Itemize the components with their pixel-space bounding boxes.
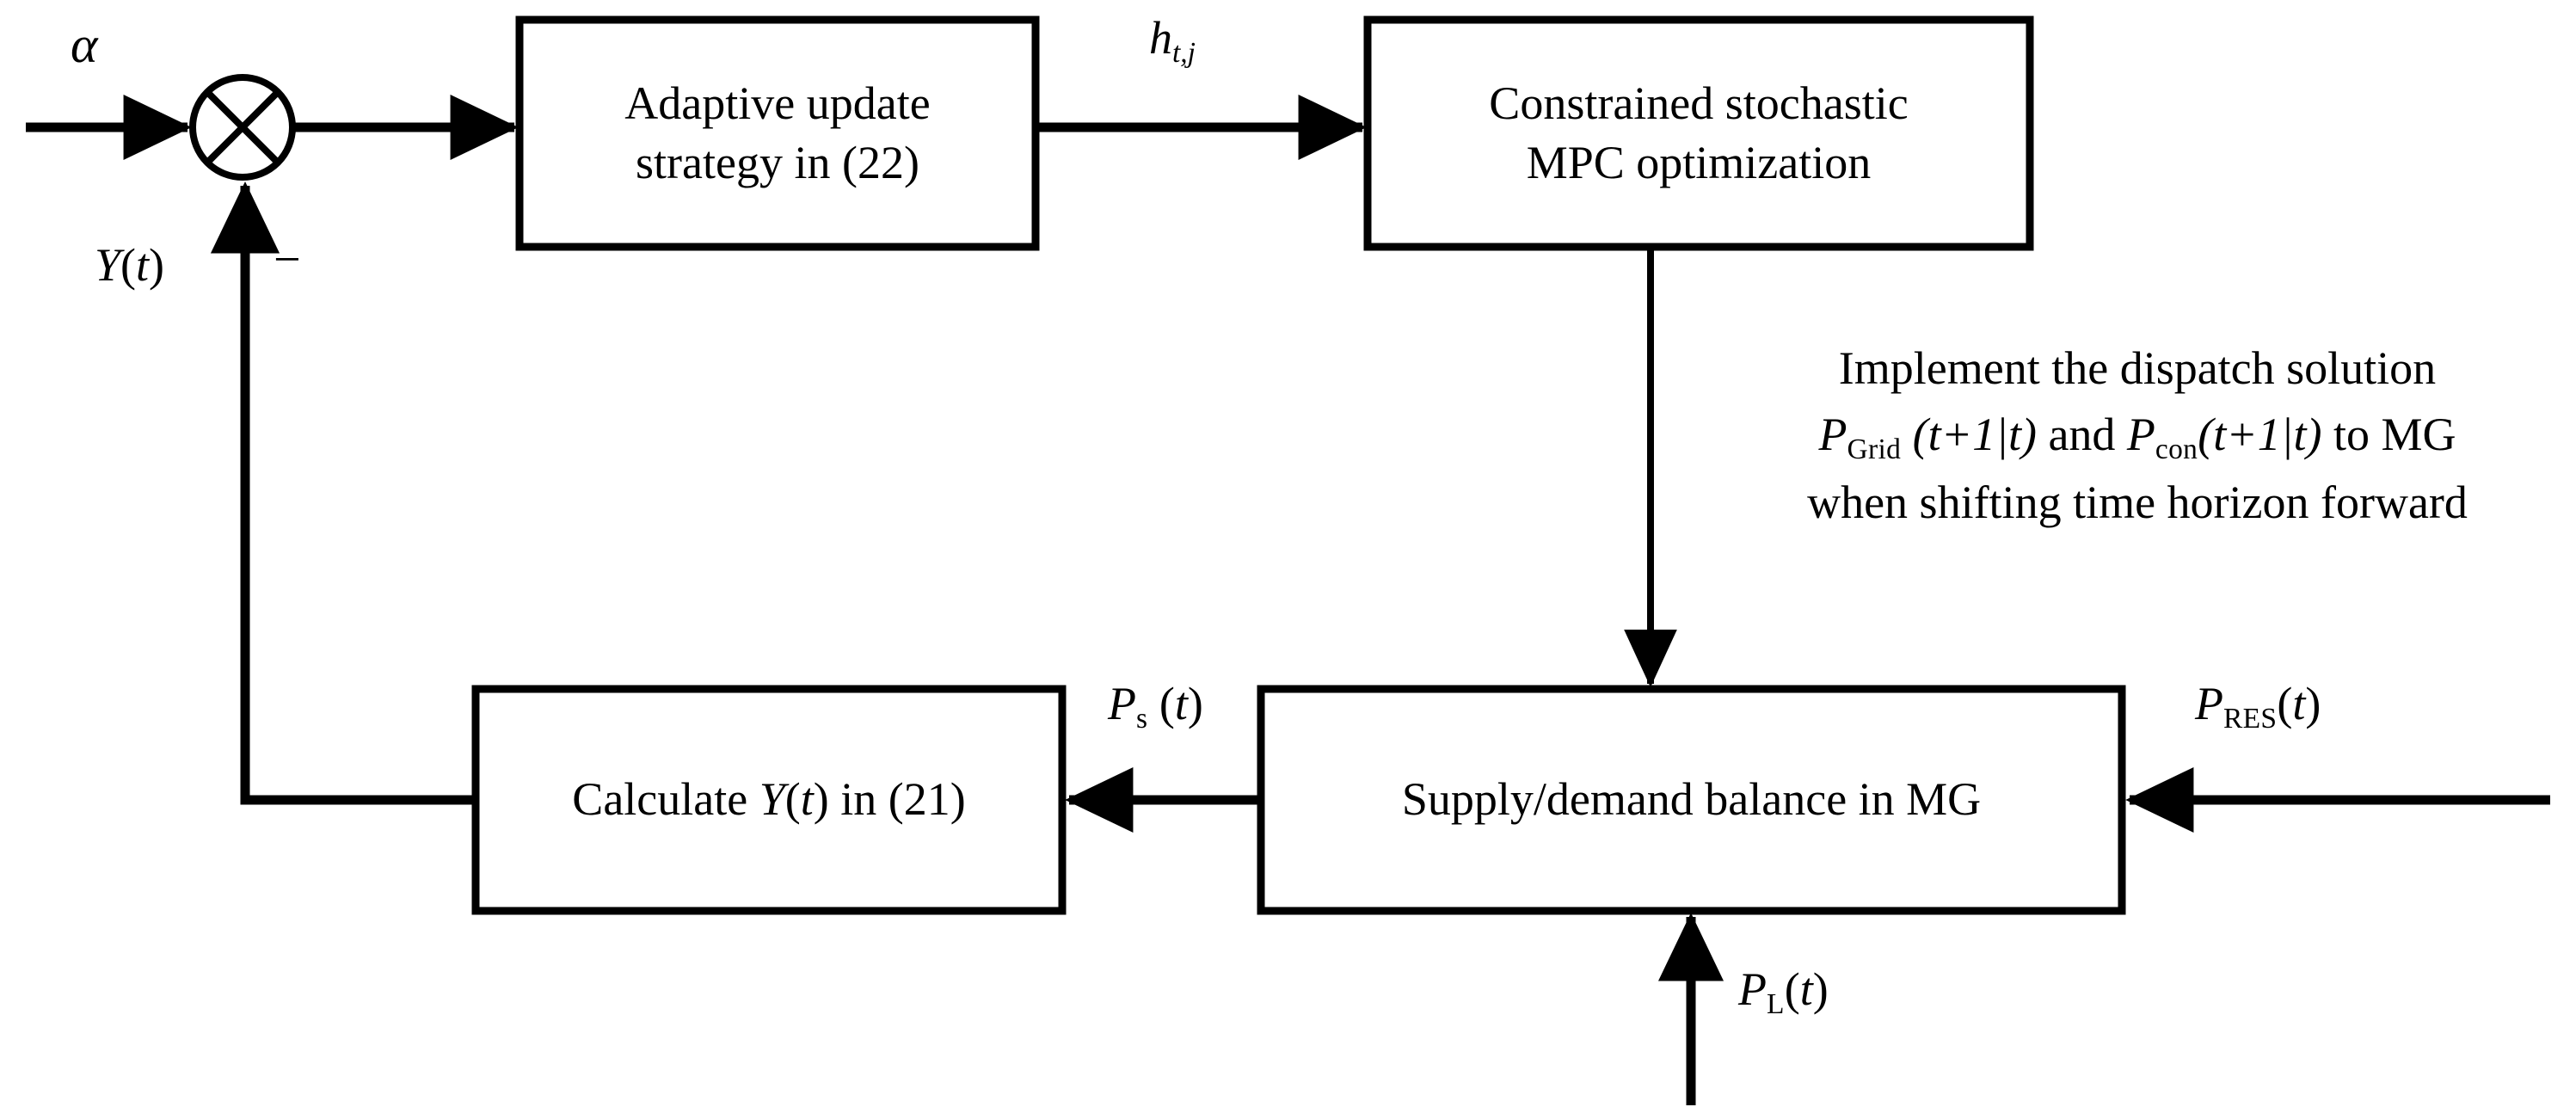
p-l-paren-close: ) [1812, 963, 1829, 1015]
summing-junction-minus-sign: − [274, 233, 301, 286]
summing-junction-x-stroke-2 [205, 89, 280, 165]
p-res-paren-open: ( [2277, 678, 2293, 729]
p-l-subscript: L [1767, 988, 1785, 1021]
p-s-argument: t [1174, 678, 1188, 729]
block-calculate-y-rect [471, 685, 1067, 915]
annotation-conjunction: and [2036, 408, 2127, 460]
signal-label-p-l: PL(t) [1738, 962, 1829, 1022]
block-mpc-rect [1363, 15, 2034, 251]
alpha-symbol: α [71, 16, 98, 73]
p-res-argument: t [2292, 678, 2306, 729]
p-s-paren-open: ( [1147, 678, 1175, 729]
feedback-y-paren-close: ) [149, 239, 165, 291]
signal-label-p-res: PRES(t) [2195, 676, 2321, 736]
p-l-paren-open: ( [1784, 963, 1800, 1015]
feedback-y-variable: Y [95, 239, 121, 291]
signal-label-p-s: Ps (t) [1108, 676, 1203, 736]
p-l-argument: t [1799, 963, 1813, 1015]
annotation-p-grid-args: (t+1|t) [1901, 408, 2037, 460]
annotation-line-2: PGrid (t+1|t) and Pcon(t+1|t) to MG [1707, 402, 2567, 470]
annotation-p-con-args: (t+1|t) [2198, 408, 2322, 460]
annotation-p-grid-subscript: Grid [1847, 433, 1902, 465]
annotation-dispatch-note: Implement the dispatch solution PGrid (t… [1707, 335, 2567, 536]
p-l-variable: P [1738, 963, 1767, 1015]
annotation-p-grid-variable: P [1818, 408, 1847, 460]
p-s-subscript: s [1136, 703, 1148, 735]
p-res-paren-close: ) [2305, 678, 2321, 729]
h-tj-variable: h [1149, 12, 1172, 64]
block-supply-demand-rect [1257, 685, 2126, 915]
block-adaptive-update-rect [515, 15, 1040, 251]
p-s-variable: P [1108, 678, 1136, 729]
signal-label-alpha: α [71, 14, 98, 76]
annotation-p-con-subscript: con [2155, 433, 2198, 465]
annotation-line-1: Implement the dispatch solution [1838, 342, 2437, 394]
annotation-p-con-variable: P [2126, 408, 2155, 460]
p-res-variable: P [2195, 678, 2223, 729]
annotation-tail: to MG [2321, 408, 2456, 460]
h-tj-subscript: t,j [1172, 37, 1196, 70]
signal-label-feedback-y: Y(t) [95, 237, 164, 293]
annotation-line-3: when shifting time horizon forward [1807, 477, 2468, 529]
p-s-paren-close: ) [1187, 678, 1203, 729]
signal-label-h-tj: ht,j [1149, 10, 1196, 71]
feedback-path-y [210, 181, 476, 805]
feedback-y-paren-open: ( [120, 239, 137, 291]
p-res-subscript: RES [2223, 703, 2278, 735]
feedback-y-argument: t [136, 239, 150, 291]
